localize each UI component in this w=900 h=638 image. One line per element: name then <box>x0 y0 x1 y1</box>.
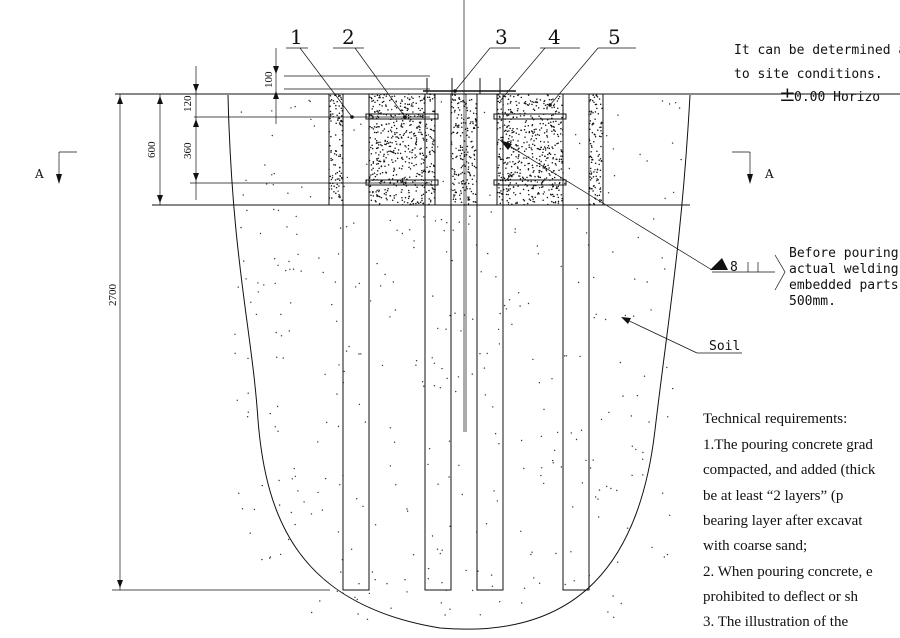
section-label-right: A <box>764 167 774 181</box>
pile-2 <box>424 93 452 591</box>
level-label: 0.00 Horizo <box>794 90 880 105</box>
excavation-outline <box>227 94 691 630</box>
dim-2700: 2700 <box>107 284 119 307</box>
tech-req-line-7: prohibited to deflect or sh <box>703 589 858 605</box>
level-symbol: ± <box>779 82 796 106</box>
pile-3 <box>476 93 504 591</box>
callout-leaders <box>286 47 636 119</box>
weld-size: 8 <box>730 260 738 275</box>
pile-1 <box>342 93 370 591</box>
plate-lower-right <box>493 179 567 186</box>
dim-120: 120 <box>182 95 194 112</box>
plate-upper-right <box>493 113 567 120</box>
tech-req-line-3: be at least “2 layers” (p <box>703 488 843 504</box>
site-note-line-1: It can be determined ac <box>734 43 900 58</box>
soil-leader <box>621 317 742 354</box>
plate-upper-left <box>365 113 439 120</box>
dim-600: 600 <box>146 141 158 158</box>
pile-members <box>342 0 590 591</box>
site-note-line-2: to site conditions. <box>734 67 883 82</box>
dim-100: 100 <box>263 71 275 88</box>
tech-req-title: Technical requirements: <box>703 411 847 427</box>
weld-note-line-1: Before pouring <box>789 246 899 261</box>
callout-4: 4 <box>548 25 561 49</box>
weld-note-line-3: embedded parts <box>789 278 899 293</box>
soil-label: Soil <box>709 339 740 354</box>
embedded-plates <box>365 78 567 186</box>
callout-1: 1 <box>290 25 303 49</box>
callout-5: 5 <box>608 25 621 49</box>
cap-block-left <box>328 93 344 206</box>
callout-2: 2 <box>342 25 355 49</box>
concrete-cap-stipple <box>328 93 603 206</box>
plate-lower-left <box>365 179 439 186</box>
tech-req-line-8: 3. The illustration of the <box>703 614 848 630</box>
weld-symbol <box>499 139 786 291</box>
section-label-left: A <box>34 167 44 181</box>
weld-note-line-2: actual welding <box>789 262 899 277</box>
tech-req-line-4: bearing layer after excavat <box>703 513 863 529</box>
tech-req-line-6: 2. When pouring concrete, e <box>703 564 873 580</box>
tech-req-line-2: compacted, and added (thick <box>703 462 876 478</box>
callout-3: 3 <box>495 25 508 49</box>
pile-4 <box>562 93 590 591</box>
dimension-lines <box>112 48 430 591</box>
tech-req-line-1: 1.The pouring concrete grad <box>703 437 873 453</box>
soil-stipple <box>234 99 682 620</box>
dim-360: 360 <box>182 142 194 159</box>
tech-req-line-5: with coarse sand; <box>703 538 807 554</box>
section-marker-right <box>732 151 753 184</box>
weld-note-line-4: 500mm. <box>789 294 836 309</box>
section-marker-left <box>56 151 77 184</box>
